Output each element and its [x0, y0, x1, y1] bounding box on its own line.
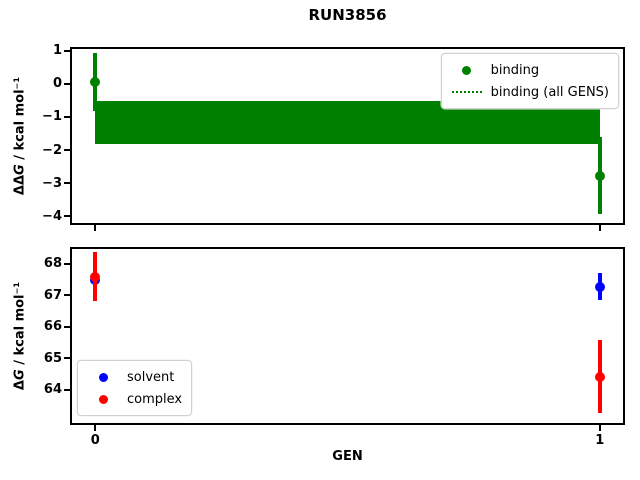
y-tick-mark — [64, 215, 70, 218]
axes-frame — [70, 47, 625, 225]
dot-glyph — [98, 372, 108, 382]
y-tick-mark — [64, 182, 70, 185]
chart-title: RUN3856 — [308, 6, 387, 24]
bottom-ylabel-variable: G — [12, 369, 28, 381]
free-energy-subplot: 68 67 66 65 64 0 1 solvent complex — [44, 247, 625, 448]
y-tick-label: −4 — [42, 208, 62, 224]
y-tick-label: 68 — [43, 256, 62, 272]
y-tick-label: 65 — [43, 350, 62, 366]
data-point-complex — [594, 371, 605, 382]
legend-dot-icon — [87, 394, 119, 404]
data-point-complex — [90, 271, 101, 282]
y-tick-mark — [64, 262, 70, 265]
y-tick-label: 1 — [52, 43, 62, 59]
y-tick-label: 0 — [52, 76, 62, 92]
y-tick-mark — [64, 49, 70, 52]
x-tick-mark — [598, 425, 601, 431]
y-tick-label: −2 — [42, 142, 62, 158]
y-tick-label: −1 — [42, 109, 62, 125]
data-point-solvent — [594, 281, 605, 292]
legend-dot-icon — [87, 372, 119, 382]
legend-label: binding (all GENS) — [490, 84, 609, 100]
dot-glyph — [98, 394, 108, 404]
x-tick-label: 0 — [90, 433, 100, 448]
axes-frame — [70, 247, 625, 425]
legend-label: complex — [127, 391, 183, 407]
y-tick-label: 64 — [43, 382, 62, 398]
y-tick-mark — [64, 294, 70, 297]
y-tick-label: 67 — [43, 287, 62, 303]
y-tick-mark — [64, 149, 70, 152]
legend-item-binding-all-gens-: binding (all GENS) — [451, 81, 609, 103]
dotted-line-glyph — [451, 91, 482, 93]
data-point-binding — [90, 77, 101, 88]
legend-item-binding: binding — [451, 59, 609, 81]
y-tick-label: −3 — [42, 175, 62, 191]
x-tick-mark — [94, 425, 97, 431]
binding-subplot: 1 0 −1 −2 −3 −4 binding binding (all GENS) — [42, 43, 625, 231]
legend-item-solvent: solvent — [87, 366, 182, 388]
x-tick-mark — [598, 225, 601, 231]
data-point-binding — [594, 170, 605, 181]
y-tick-mark — [64, 115, 70, 118]
y-tick-mark — [64, 325, 70, 328]
legend-item-complex: complex — [87, 388, 182, 410]
legend-label: binding — [490, 62, 540, 78]
legend-dotted-line-icon — [451, 91, 483, 93]
top-ylabel-variable: G — [12, 164, 28, 175]
x-tick-label: 1 — [595, 433, 605, 448]
y-tick-mark — [64, 82, 70, 85]
legend-box: binding binding (all GENS) — [440, 53, 619, 109]
dot-glyph — [462, 65, 472, 75]
legend-dot-icon — [451, 65, 483, 75]
y-tick-label: 66 — [43, 319, 62, 335]
x-tick-mark — [94, 225, 97, 231]
y-tick-mark — [64, 388, 70, 391]
legend-box: solvent complex — [77, 360, 193, 416]
y-tick-mark — [64, 357, 70, 360]
x-axis-label: GEN — [332, 449, 363, 464]
legend-label: solvent — [127, 369, 175, 385]
